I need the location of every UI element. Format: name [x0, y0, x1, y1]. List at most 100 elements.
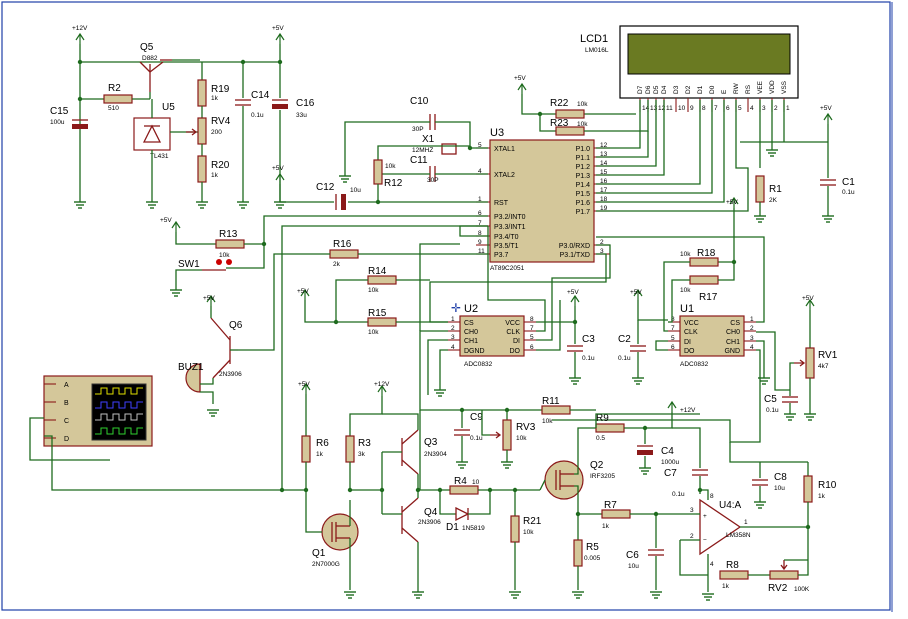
rv2-value: 100K	[794, 586, 810, 593]
r18-value: 10k	[680, 251, 691, 258]
lcd-pin-number: 1	[786, 105, 790, 112]
r11-resistor	[541, 405, 571, 415]
r18-resistor	[689, 257, 719, 267]
lcd-ref: LCD1	[580, 33, 608, 45]
r22-value: 10k	[577, 101, 588, 108]
mcu-part: AT89C2051	[490, 265, 525, 272]
rail-label: +5V	[272, 165, 284, 172]
r19-resistor	[197, 79, 207, 107]
lcd-part: LM016L	[585, 47, 609, 54]
u2-left-pin-number: 3	[451, 334, 455, 341]
c11-ref: C11	[410, 155, 428, 166]
c3-value: 0.1u	[582, 355, 595, 362]
lcd-pin-number: 7	[714, 105, 718, 112]
u2-right-pin-number: 7	[530, 325, 534, 332]
u1-right-pin-number: 2	[750, 325, 754, 332]
mcu-right-pin-number: 14	[600, 160, 608, 167]
mcu-left-pin-label: RST	[494, 200, 509, 207]
lcd-pin-label: RS	[745, 84, 752, 94]
q5-part: D882	[142, 55, 158, 62]
r19-value: 1k	[211, 95, 219, 102]
r23-value: 10k	[577, 121, 588, 128]
r3-value: 3k	[358, 451, 366, 458]
mcu-right-pin-number: 18	[600, 196, 608, 203]
rv4-ref: RV4	[211, 116, 231, 127]
c12-ref: C12	[316, 182, 335, 193]
scope-channel-label: B	[64, 400, 69, 407]
u2-right-pin-label: VCC	[505, 320, 520, 327]
r21-resistor	[510, 515, 520, 543]
q6-ref: Q6	[229, 320, 243, 331]
lcd-pin-label: D2	[685, 85, 692, 94]
rail-label: +5V	[297, 288, 309, 295]
u2-right-pin-number: 8	[530, 316, 534, 323]
mcu-left-pin-label: P3.2/INT0	[494, 214, 526, 221]
mcu-right-pin-label: P3.0/RXD	[559, 243, 590, 250]
r10-value: 1k	[818, 493, 826, 500]
r10-resistor	[803, 475, 813, 503]
rv1-value: 4k7	[818, 363, 829, 370]
c3-ref: C3	[582, 334, 595, 345]
c16-ref: C16	[296, 98, 315, 109]
r16-value: 2k	[333, 261, 341, 268]
q6-part: 2N3906	[219, 371, 242, 378]
r2-value: 510	[108, 105, 119, 112]
power-stage: +5V R6 1k Q1 2N7000G +12V R3 3k	[279, 381, 837, 601]
c9-ref: C9	[470, 412, 483, 423]
r20-ref: R20	[211, 160, 230, 171]
mcu-left-pin-label: P3.3/INT1	[494, 224, 526, 231]
u1-right-pin-label: CS	[730, 320, 740, 327]
u2-left-pin-label: CS	[464, 320, 474, 327]
r22-resistor	[555, 109, 585, 119]
rv2-potentiometer	[769, 570, 799, 580]
u4-part: LM358N	[726, 532, 751, 539]
rv1-ref: RV1	[818, 350, 838, 361]
mcu-u3: U3 AT89C2051 XTAL15XTAL24RST1P3.2/INT06P…	[476, 127, 610, 272]
lcd-pin-number: 3	[762, 105, 766, 112]
rv3-ref: RV3	[516, 422, 536, 433]
mcu-ref: U3	[490, 127, 504, 139]
r20-resistor	[197, 155, 207, 183]
q2-part: IRF3205	[590, 473, 615, 480]
u1-left-pin-label: DI	[684, 339, 691, 346]
op-amp-u4a	[699, 498, 742, 556]
power-supply-section: +12V C15 100u R2 510 Q5 D882 U5 TL431	[50, 25, 315, 209]
u1-part: ADC0832	[680, 361, 709, 368]
rail-label: +5V	[630, 289, 642, 296]
c4-value: 1000u	[661, 459, 679, 466]
rail-label: +5V	[160, 217, 172, 224]
r9-ref: R9	[596, 413, 609, 424]
rail-label: +5V	[726, 199, 738, 206]
mcu-left-pin-number: 9	[478, 239, 482, 246]
lcd-pin-label: D0	[709, 85, 716, 94]
mcu-right-pin-number: 13	[600, 151, 608, 158]
r17-resistor	[689, 275, 719, 285]
u1-right-pin-label: GND	[724, 348, 740, 355]
q5-ref: Q5	[140, 42, 154, 53]
u2-right-pin-number: 6	[530, 344, 534, 351]
r1-ref: R1	[769, 184, 782, 195]
r14-resistor	[367, 275, 397, 285]
u1-right-pin-number: 1	[750, 316, 754, 323]
r7-resistor	[601, 509, 631, 519]
mcu-right-pin-label: P1.4	[576, 182, 591, 189]
c8-ref: C8	[774, 472, 787, 483]
rv4-value: 200	[211, 129, 222, 136]
u5-part: TL431	[150, 153, 169, 160]
mcu-body	[489, 139, 595, 263]
rv2-ref: RV2	[768, 583, 788, 594]
lcd-pin-label: VSS	[781, 80, 788, 94]
c14-ref: C14	[251, 90, 270, 101]
u1-left-pin-label: CLK	[684, 329, 698, 336]
u1-left-pin-label: VCC	[684, 320, 699, 327]
lcd-pin-number: 2	[774, 105, 778, 112]
rail-label: +5V	[298, 381, 310, 388]
u1-right-pin-number: 3	[750, 335, 754, 342]
r16-ref: R16	[333, 239, 352, 250]
u2-left-pin-label: CH1	[464, 338, 478, 345]
c11-value: 30P	[427, 177, 439, 184]
mcu-right-pin-label: P1.2	[576, 164, 591, 171]
mcu-left-pin-number: 5	[478, 142, 482, 149]
